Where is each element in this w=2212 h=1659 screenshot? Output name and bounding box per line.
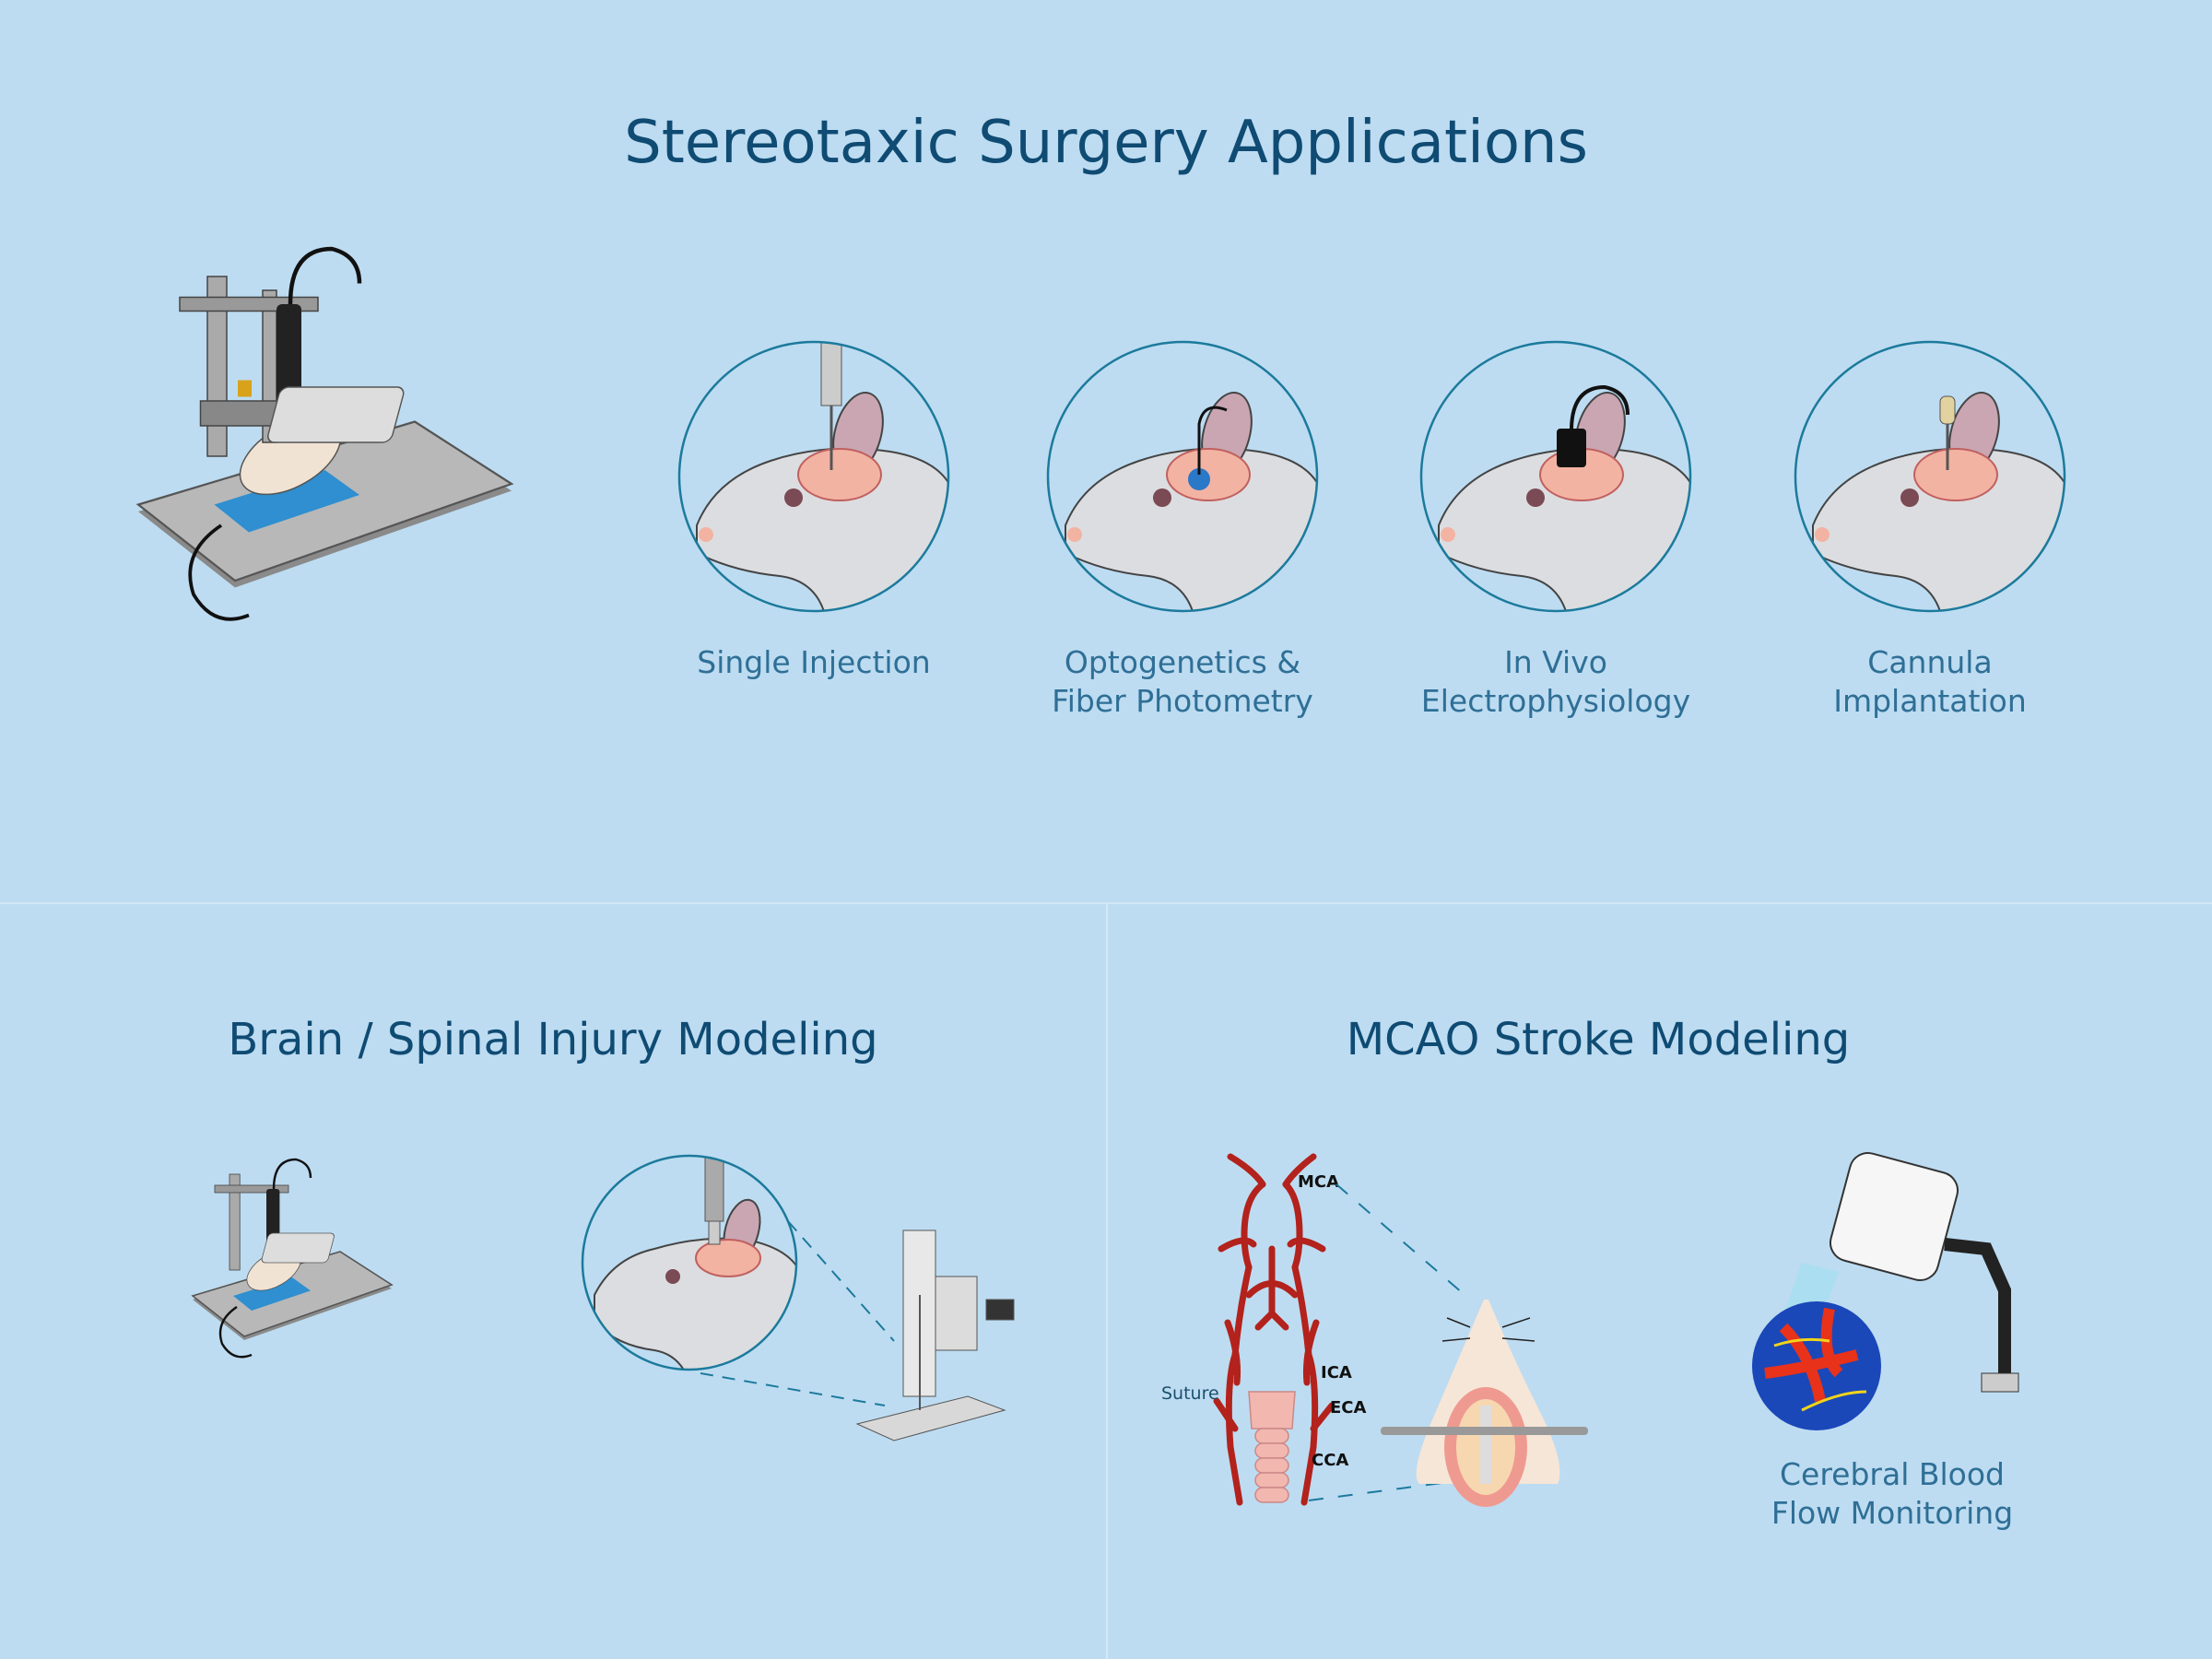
label-line: Flow Monitoring — [1771, 1495, 2014, 1531]
stereotaxic-frame-small-illustration — [191, 1158, 394, 1359]
injury-section-title: Brain / Spinal Injury Modeling — [228, 1014, 878, 1065]
impactor-zoom-illustration — [581, 1154, 1015, 1441]
label-line: In Vivo — [1504, 644, 1607, 680]
mouse-head-fiber-icon — [1046, 340, 1319, 613]
label-suture: Suture — [1161, 1383, 1219, 1404]
label-ica: ICA — [1321, 1363, 1352, 1382]
laser-doppler-device-illustration — [1752, 1152, 2019, 1430]
label-line: Optogenetics & — [1064, 644, 1301, 680]
vessel-diagram: MCA ICA ECA CCA Suture — [1161, 1153, 1588, 1507]
mouse-head-injection-icon — [677, 340, 950, 613]
page-title: Stereotaxic Surgery Applications — [624, 109, 1588, 177]
mouse-head-cannula-icon — [1794, 340, 2066, 613]
label-line: Implantation — [1833, 683, 2027, 719]
label-cca: CCA — [1312, 1451, 1348, 1470]
label-line: Cannula — [1867, 644, 1993, 680]
mouse-head-electrode-icon — [1419, 340, 1692, 613]
rat-neck-surgery-illustration — [1381, 1300, 1588, 1507]
mcao-section-title: MCAO Stroke Modeling — [1346, 1014, 1851, 1065]
label-line: Electrophysiology — [1420, 683, 1691, 719]
label-line: Cerebral Blood — [1779, 1456, 2006, 1492]
application-label: Single Injection — [697, 644, 931, 680]
label-mca: MCA — [1298, 1172, 1339, 1192]
stereotaxic-frame-illustration — [135, 246, 514, 621]
vertical-divider — [1106, 903, 1108, 1659]
label-line: Fiber Photometry — [1052, 683, 1313, 719]
label-eca: ECA — [1330, 1398, 1367, 1418]
